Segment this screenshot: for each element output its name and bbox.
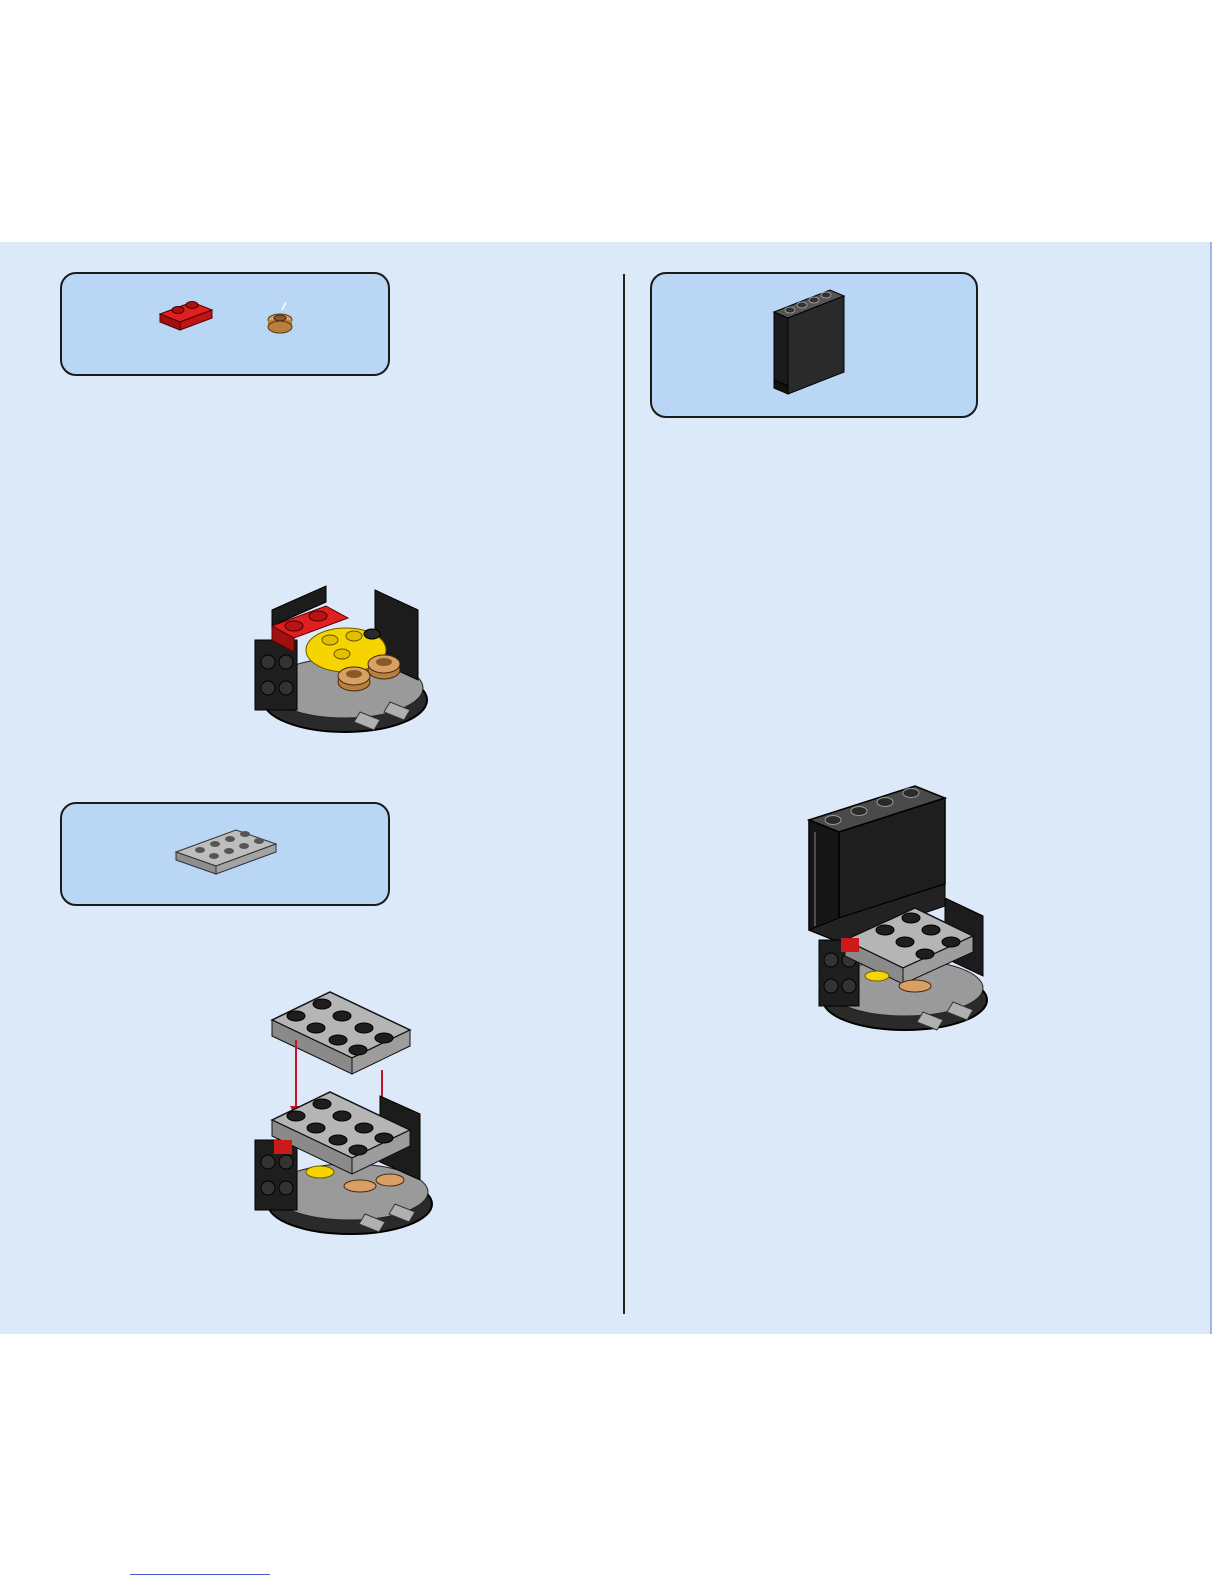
parts-list-step-1 [62, 274, 388, 374]
step-3-model [805, 780, 1005, 1045]
tan-round-plate-icon [268, 302, 292, 333]
step-1-model [250, 580, 440, 750]
parts-list-step-3 [652, 274, 976, 416]
gray-plate-2x4-icon [176, 830, 276, 874]
parts-list-step-2 [62, 804, 388, 904]
black-panel-1x4-icon [774, 290, 844, 394]
parts-callout-step-2 [60, 802, 390, 906]
step-2-model [250, 990, 450, 1250]
red-plate-1x2-icon [160, 302, 212, 331]
page-edge-strip [1210, 242, 1225, 1334]
column-divider [623, 274, 625, 1314]
bottom-link-underline [130, 1574, 270, 1575]
instruction-panel [0, 242, 1210, 1334]
parts-callout-step-1 [60, 272, 390, 376]
parts-callout-step-3 [650, 272, 978, 418]
